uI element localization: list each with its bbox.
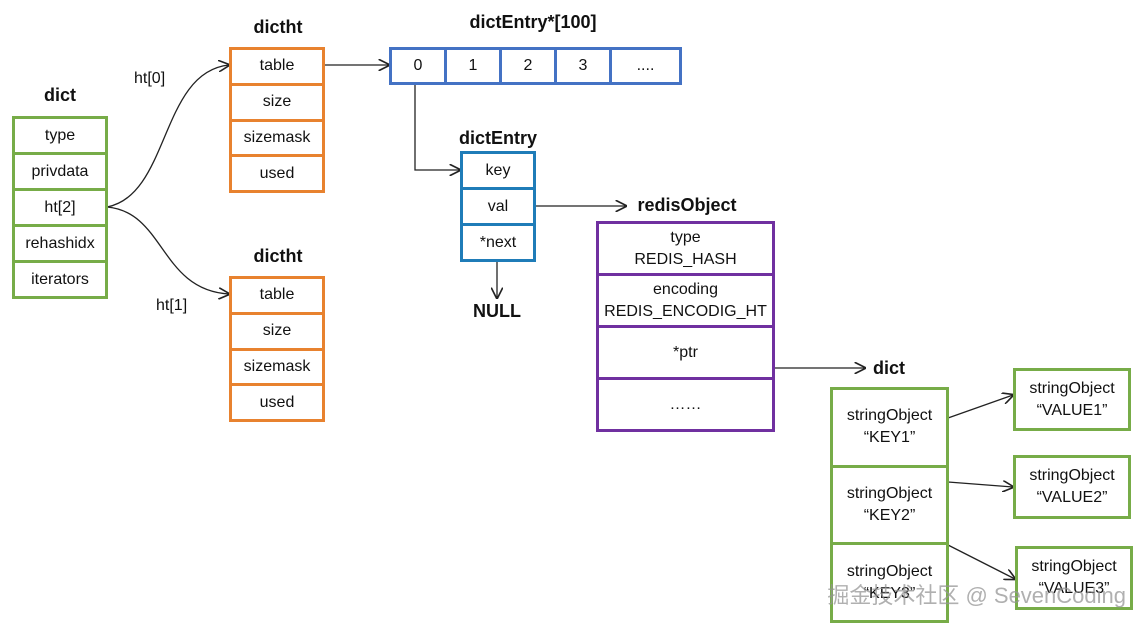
value3-type: stringObject xyxy=(1031,558,1117,575)
ht1-field-table: table xyxy=(259,286,295,304)
arrow-ht1 xyxy=(106,206,229,294)
redis-object-encoding-label: encoding xyxy=(653,280,718,298)
inner-dict-key-2: stringObject “KEY2” xyxy=(833,464,946,543)
array-cell-2: 2 xyxy=(499,50,554,82)
ht0-field-table: table xyxy=(259,57,295,75)
value-2-content: stringObject “VALUE2” xyxy=(1016,458,1128,516)
inner-dict-title: dict xyxy=(872,358,906,378)
arrow-key1-value1 xyxy=(947,395,1013,419)
inner-dict-key-1: stringObject “KEY1” xyxy=(833,390,946,465)
value1-type: stringObject xyxy=(1029,379,1115,397)
arrow-key3-value3 xyxy=(947,544,1015,579)
ht0-struct: table size sizemask used xyxy=(229,47,325,193)
ht0-field-sizemask: sizemask xyxy=(232,118,322,155)
ht0-field-size: size xyxy=(232,82,322,119)
key2-value: “KEY2” xyxy=(863,507,916,524)
key3-value: “KEY3” xyxy=(863,584,916,602)
table-array: 0 1 2 3 .... xyxy=(389,47,682,85)
arrow-array-to-entry xyxy=(414,84,460,170)
key2-type: stringObject xyxy=(846,485,933,502)
inner-dict-struct: stringObject “KEY1” stringObject “KEY2” … xyxy=(830,387,949,623)
array-cell-3: 3 xyxy=(554,50,609,82)
dict-field-ht: ht[2] xyxy=(15,188,105,224)
key1-value: “KEY1” xyxy=(863,429,916,447)
dict-struct: type privdata ht[2] rehashidx iterators xyxy=(12,116,108,299)
ht1-field-size: size xyxy=(232,311,322,348)
redis-object-ptr: *ptr xyxy=(599,325,772,377)
dict-field-rehashidx: rehashidx xyxy=(15,224,105,260)
entry-field-val: val xyxy=(463,187,533,223)
value2-value: “VALUE2” xyxy=(1036,489,1108,506)
null-label: NULL xyxy=(473,301,521,321)
redis-object-type: type REDIS_HASH xyxy=(599,224,772,273)
redis-object-encoding-value: REDIS_ENCODIG_HT xyxy=(604,302,767,320)
ht1-struct: table size sizemask used xyxy=(229,276,325,422)
dict-field-type: type xyxy=(44,126,76,144)
array-title: dictEntry*[100] xyxy=(469,12,597,32)
dict-title: dict xyxy=(43,85,77,105)
value1-value: “VALUE1” xyxy=(1036,401,1108,419)
entry-field-next: *next xyxy=(463,223,533,259)
ht1-title: dictht xyxy=(253,246,303,266)
arrow-ht0 xyxy=(106,65,229,208)
value-box-2: stringObject “VALUE2” xyxy=(1013,455,1131,519)
entry-field-key: key xyxy=(485,161,511,179)
redis-object-ptr-label: *ptr xyxy=(673,343,698,361)
inner-dict-key-3: stringObject “KEY3” xyxy=(833,542,946,620)
array-cell-ellipsis: .... xyxy=(609,50,679,82)
redis-object-title: redisObject xyxy=(637,195,737,215)
key3-type: stringObject xyxy=(846,562,933,580)
redis-object-struct: type REDIS_HASH encoding REDIS_ENCODIG_H… xyxy=(596,221,775,432)
ht1-link-label: ht[1] xyxy=(156,297,188,314)
value-1-content: stringObject “VALUE1” xyxy=(1016,371,1128,428)
dict-field-iterators: iterators xyxy=(15,260,105,296)
key1-type: stringObject xyxy=(846,407,933,425)
value2-type: stringObject xyxy=(1029,467,1115,484)
ht0-field-used: used xyxy=(232,154,322,190)
value-box-3: stringObject “VALUE3” xyxy=(1015,546,1133,610)
arrow-key2-value2 xyxy=(947,482,1013,487)
array-cell-1: 1 xyxy=(444,50,499,82)
ht0-link-label: ht[0] xyxy=(134,70,166,87)
value-box-1: stringObject “VALUE1” xyxy=(1013,368,1131,431)
value-3-content: stringObject “VALUE3” xyxy=(1018,549,1130,607)
value3-value: “VALUE3” xyxy=(1038,580,1110,597)
ht0-title: dictht xyxy=(253,17,303,37)
redis-object-type-value: REDIS_HASH xyxy=(634,250,737,268)
redis-object-more-label: …… xyxy=(669,395,702,413)
ht1-field-used: used xyxy=(232,383,322,419)
redis-object-more: …… xyxy=(599,377,772,429)
redis-object-encoding: encoding REDIS_ENCODIG_HT xyxy=(599,273,772,325)
redis-object-type-label: type xyxy=(670,228,701,246)
watermark: 掘金技术社区 @ SevenCoding xyxy=(827,583,1126,608)
dict-field-privdata: privdata xyxy=(15,152,105,188)
array-cell-0: 0 xyxy=(413,57,423,74)
ht1-field-sizemask: sizemask xyxy=(232,347,322,384)
dict-entry-struct: key val *next xyxy=(460,151,536,262)
dict-entry-title: dictEntry xyxy=(458,128,538,148)
